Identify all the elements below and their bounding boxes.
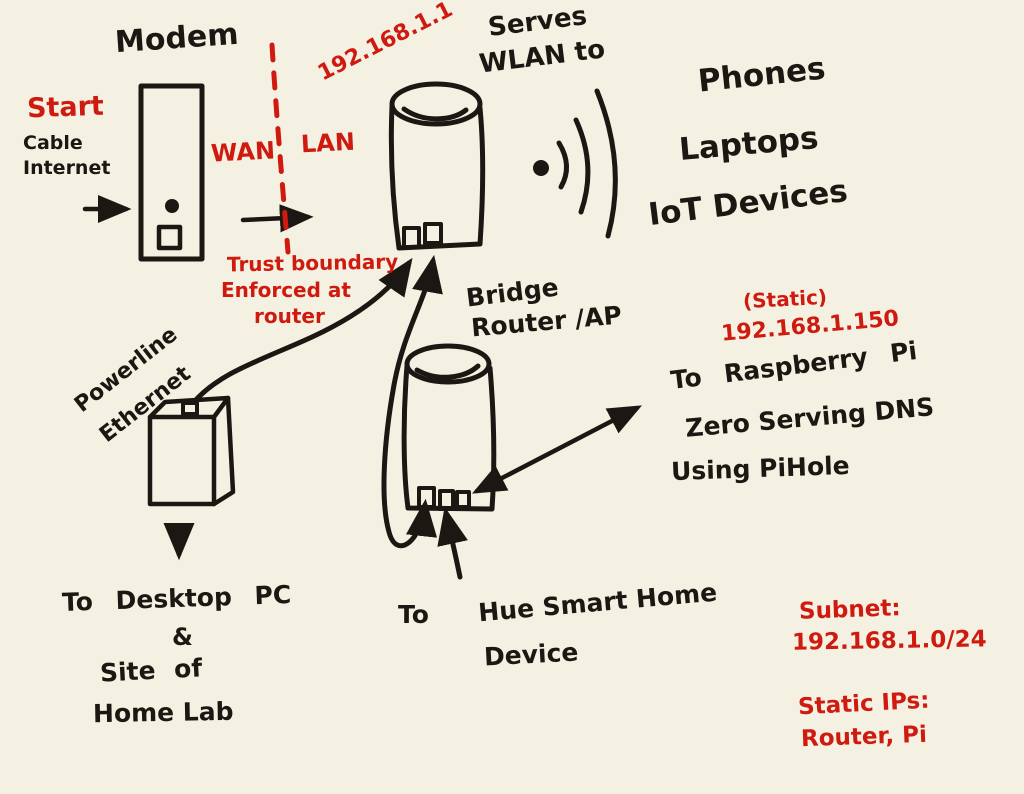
powerline-front (147, 414, 217, 507)
subnet-note-label: Subnet: (798, 595, 901, 625)
desktop-pc-label-line4: Home Lab (92, 696, 234, 729)
trust-boundary-note-line1: Trust boundary (226, 249, 399, 277)
powerline-port (181, 401, 199, 416)
router-port-2 (423, 222, 443, 245)
modem-port (156, 224, 183, 251)
cable-internet-label-line2: Internet (23, 157, 111, 179)
modem-led-dot (165, 199, 179, 213)
cable-bridge-to-hue (437, 506, 468, 580)
router-body (388, 103, 486, 251)
cable-router-to-bridge (381, 254, 443, 549)
trust-boundary-note-line3: router (254, 304, 325, 328)
router-top-swirl (401, 106, 469, 122)
wifi-dot (533, 160, 549, 176)
modem-box (138, 83, 205, 262)
bridge-cylinder (401, 343, 497, 512)
wan-label: WAN (210, 136, 276, 168)
arrow-modem-to-router (240, 204, 314, 233)
desktop-pc-label-line2: & (172, 623, 193, 651)
wifi-arc-1 (556, 140, 569, 190)
powerline-adapter-shape (147, 395, 236, 507)
powerline-side-face (211, 395, 236, 507)
bridge-top-swirl (414, 363, 481, 380)
cable-internet-label-line1: Cable (23, 132, 83, 154)
start-label: Start (26, 90, 105, 125)
static-ips-note-value: Router, Pi (800, 721, 928, 753)
subnet-note-value: 192.168.1.0/24 (791, 626, 987, 656)
desktop-pc-label-line3: Site of (99, 653, 203, 688)
modem-device-shape (138, 83, 205, 262)
arrow-bridge-to-pi (472, 405, 642, 494)
trust-boundary-line (269, 42, 291, 255)
hue-device-label-line2: Device (483, 637, 580, 672)
router-port-1 (402, 226, 421, 249)
hue-device-label-to: To (398, 600, 429, 629)
wifi-arc-3 (594, 88, 618, 239)
trust-boundary-note-line2: Enforced at (221, 278, 351, 302)
wifi-arc-2 (573, 117, 591, 215)
wifi-signal-icon (533, 88, 618, 239)
router-cylinder (388, 81, 486, 251)
lan-label: LAN (300, 127, 356, 159)
bridge-port-3 (455, 490, 471, 509)
cable-powerline-to-router (191, 257, 413, 405)
pi-static-tag-label: (Static) (742, 284, 828, 314)
